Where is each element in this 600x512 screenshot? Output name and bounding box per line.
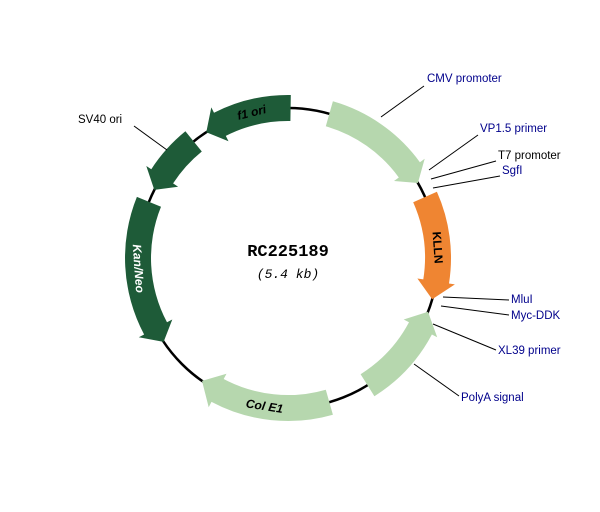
callout-line-vp15-primer bbox=[428, 134, 479, 171]
callout-line-sgfi bbox=[432, 175, 501, 189]
callout-label-myc-ddk: Myc-DDK bbox=[511, 310, 561, 322]
callout-label-mlui: MluI bbox=[511, 294, 533, 306]
plasmid-size: (5.4 kb) bbox=[257, 267, 319, 282]
callout-line-cmv-promoter bbox=[380, 85, 425, 118]
feature-col-e1 bbox=[202, 373, 333, 421]
callout-label-sv40-ori: SV40 ori bbox=[78, 114, 122, 126]
callout-label-xl39-primer: XL39 primer bbox=[498, 345, 561, 357]
callout-label-vp15-primer: VP1.5 primer bbox=[480, 123, 547, 135]
callout-label-t7-promoter: T7 promoter bbox=[498, 150, 561, 162]
callout-line-xl39-primer bbox=[432, 323, 497, 351]
callout-line-polya-signal bbox=[413, 363, 460, 397]
feature-sv40-ori bbox=[146, 131, 202, 190]
plasmid-name: RC225189 bbox=[247, 243, 329, 262]
callout-line-myc-ddk bbox=[440, 305, 510, 316]
feature-cmv-promoter bbox=[325, 101, 425, 183]
callout-label-polya-signal: PolyA signal bbox=[461, 392, 524, 404]
feature-label-klln: KLLN bbox=[430, 231, 446, 264]
callout-line-t7-promoter bbox=[430, 160, 497, 180]
callout-label-sgfi: SgfI bbox=[502, 165, 522, 177]
feature-label-col-e1: Col E1 bbox=[245, 396, 284, 416]
callout-line-mlui bbox=[442, 296, 510, 301]
feature-label-kan-neo: Kan/Neo bbox=[130, 244, 147, 294]
feature-polya-xl39 bbox=[360, 311, 438, 397]
callout-label-cmv-promoter: CMV promoter bbox=[427, 73, 502, 85]
feature-klln bbox=[413, 191, 455, 300]
feature-f1-ori bbox=[206, 94, 291, 142]
callout-line-sv40-ori bbox=[133, 125, 168, 151]
feature-kan-neo bbox=[125, 196, 173, 342]
